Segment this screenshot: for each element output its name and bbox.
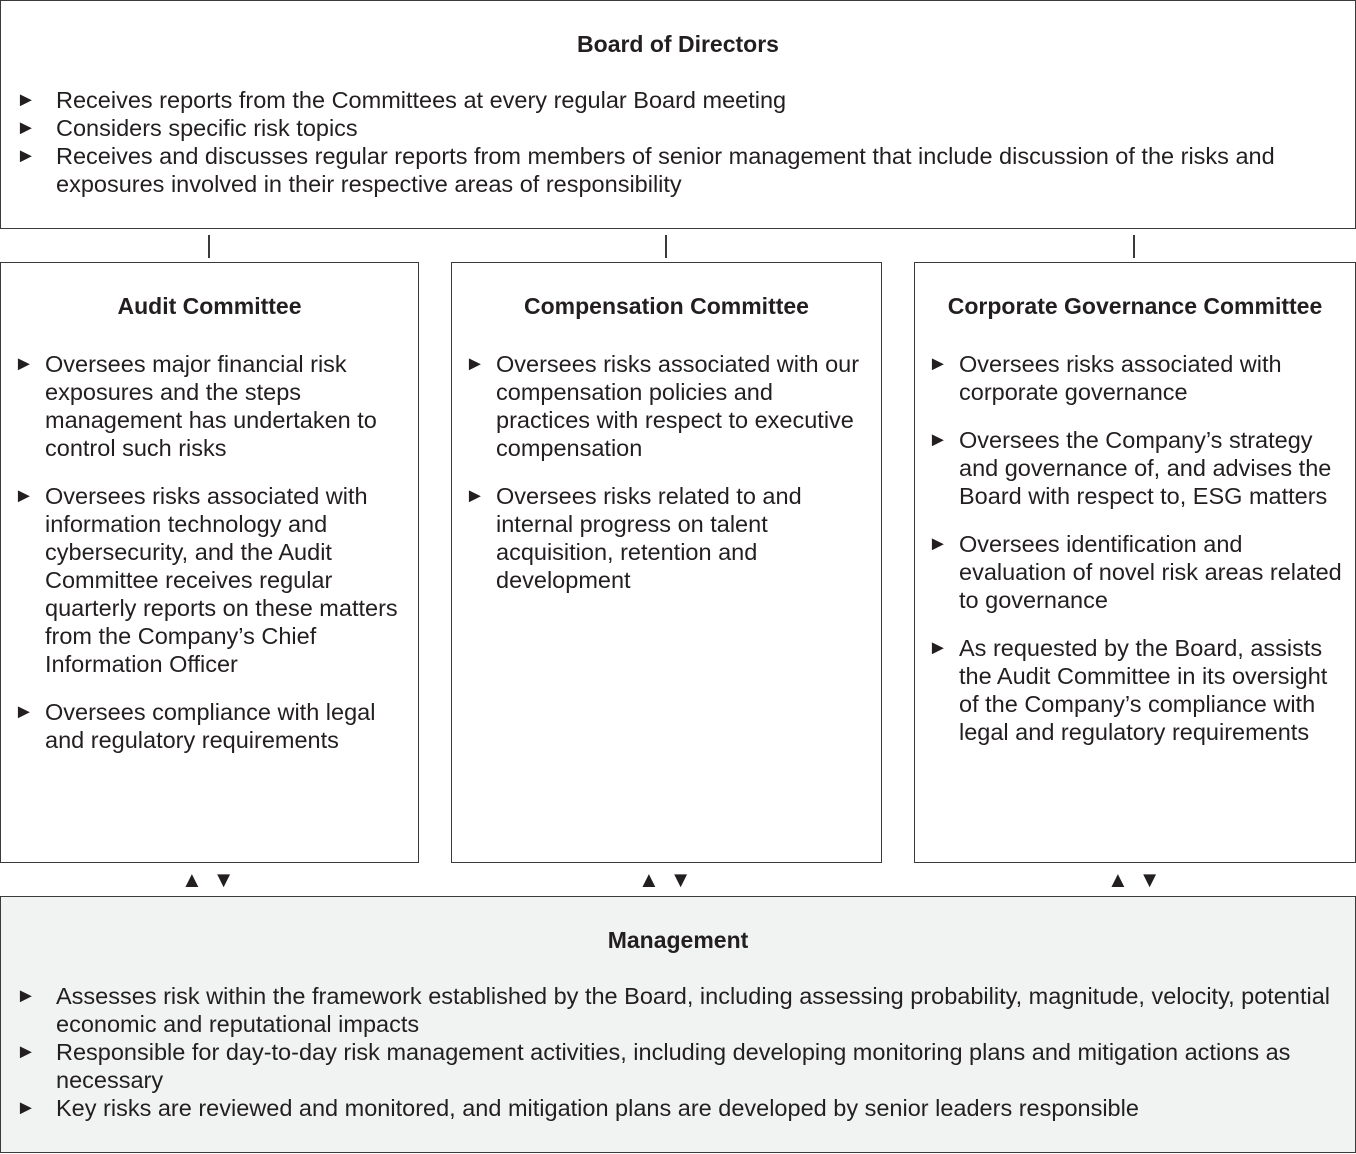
two-way-arrow: ▲▼ — [1107, 867, 1171, 893]
list-item-text: Oversees risks associated with informati… — [45, 483, 398, 677]
list-item-text: Oversees compliance with legal and regul… — [45, 699, 376, 753]
bullet-arrow-icon: ► — [16, 985, 36, 1007]
list-item: ► Oversees major financial risk exposure… — [14, 350, 410, 462]
list-item-text: Oversees risks related to and internal p… — [496, 483, 802, 593]
list-item: ► Oversees risks related to and internal… — [465, 482, 873, 594]
bullet-arrow-icon: ► — [928, 429, 948, 451]
list-item-text: Receives and discusses regular reports f… — [56, 143, 1275, 197]
list-item: ► Oversees identification and evaluation… — [928, 530, 1347, 614]
list-item: ► As requested by the Board, assists the… — [928, 634, 1347, 746]
board-responsibilities-list: ► Receives reports from the Committees a… — [16, 86, 1330, 198]
bullet-arrow-icon: ► — [465, 485, 485, 507]
bullet-arrow-icon: ► — [16, 117, 36, 139]
list-item: ► Responsible for day-to-day risk manage… — [16, 1038, 1345, 1094]
list-item: ► Assesses risk within the framework est… — [16, 982, 1345, 1038]
list-item-text: Oversees risks associated with our compe… — [496, 351, 860, 461]
list-item: ► Oversees risks associated with our com… — [465, 350, 873, 462]
bullet-arrow-icon: ► — [14, 485, 34, 507]
list-item-text: Responsible for day-to-day risk manageme… — [56, 1039, 1291, 1093]
corporate-governance-committee-box: Corporate Governance Committee ► Oversee… — [914, 262, 1356, 863]
bullet-arrow-icon: ► — [14, 701, 34, 723]
down-arrow-icon: ▼ — [212, 867, 245, 892]
bullet-arrow-icon: ► — [16, 1041, 36, 1063]
list-item-text: Receives reports from the Committees at … — [56, 87, 787, 113]
list-item: ► Receives reports from the Committees a… — [16, 86, 1330, 114]
list-item-text: Oversees major financial risk exposures … — [45, 351, 377, 461]
connector-line — [665, 235, 667, 258]
list-item: ► Receives and discusses regular reports… — [16, 142, 1330, 198]
list-item: ► Oversees compliance with legal and reg… — [14, 698, 410, 754]
corporate-governance-committee-list: ► Oversees risks associated with corpora… — [928, 350, 1347, 766]
bullet-arrow-icon: ► — [928, 533, 948, 555]
down-arrow-icon: ▼ — [669, 867, 702, 892]
list-item-text: Assesses risk within the framework estab… — [56, 983, 1330, 1037]
up-arrow-icon: ▲ — [1107, 867, 1139, 892]
management-box: Management ► Assesses risk within the fr… — [0, 896, 1356, 1153]
bullet-arrow-icon: ► — [16, 145, 36, 167]
list-item: ► Oversees the Company’s strategy and go… — [928, 426, 1347, 510]
bullet-arrow-icon: ► — [928, 353, 948, 375]
management-responsibilities-list: ► Assesses risk within the framework est… — [16, 982, 1345, 1122]
list-item: ► Oversees risks associated with informa… — [14, 482, 410, 678]
connector-line — [1133, 235, 1135, 258]
list-item: ► Considers specific risk topics — [16, 114, 1330, 142]
compensation-committee-title: Compensation Committee — [524, 293, 809, 319]
bullet-arrow-icon: ► — [928, 637, 948, 659]
list-item-text: Oversees identification and evaluation o… — [959, 531, 1342, 613]
management-title: Management — [607, 927, 749, 953]
connector-line — [208, 235, 210, 258]
board-title: Board of Directors — [577, 31, 779, 57]
audit-committee-title: Audit Committee — [117, 293, 302, 319]
two-way-arrow: ▲▼ — [638, 867, 702, 893]
two-way-arrow: ▲▼ — [181, 867, 245, 893]
board-of-directors-box: Board of Directors ► Receives reports fr… — [0, 0, 1356, 229]
bullet-arrow-icon: ► — [14, 353, 34, 375]
down-arrow-icon: ▼ — [1138, 867, 1171, 892]
list-item-text: Considers specific risk topics — [56, 115, 358, 141]
up-arrow-icon: ▲ — [181, 867, 213, 892]
bullet-arrow-icon: ► — [16, 1097, 36, 1119]
corporate-governance-committee-title: Corporate Governance Committee — [947, 293, 1323, 319]
compensation-committee-box: Compensation Committee ► Oversees risks … — [451, 262, 882, 863]
list-item: ► Oversees risks associated with corpora… — [928, 350, 1347, 406]
list-item: ► Key risks are reviewed and monitored, … — [16, 1094, 1345, 1122]
list-item-text: Oversees the Company’s strategy and gove… — [959, 427, 1332, 509]
audit-committee-box: Audit Committee ► Oversees major financi… — [0, 262, 419, 863]
list-item-text: As requested by the Board, assists the A… — [959, 635, 1328, 745]
bullet-arrow-icon: ► — [465, 353, 485, 375]
list-item-text: Key risks are reviewed and monitored, an… — [56, 1095, 1139, 1121]
list-item-text: Oversees risks associated with corporate… — [959, 351, 1282, 405]
up-arrow-icon: ▲ — [638, 867, 670, 892]
compensation-committee-list: ► Oversees risks associated with our com… — [465, 350, 873, 614]
audit-committee-list: ► Oversees major financial risk exposure… — [14, 350, 410, 774]
bullet-arrow-icon: ► — [16, 89, 36, 111]
